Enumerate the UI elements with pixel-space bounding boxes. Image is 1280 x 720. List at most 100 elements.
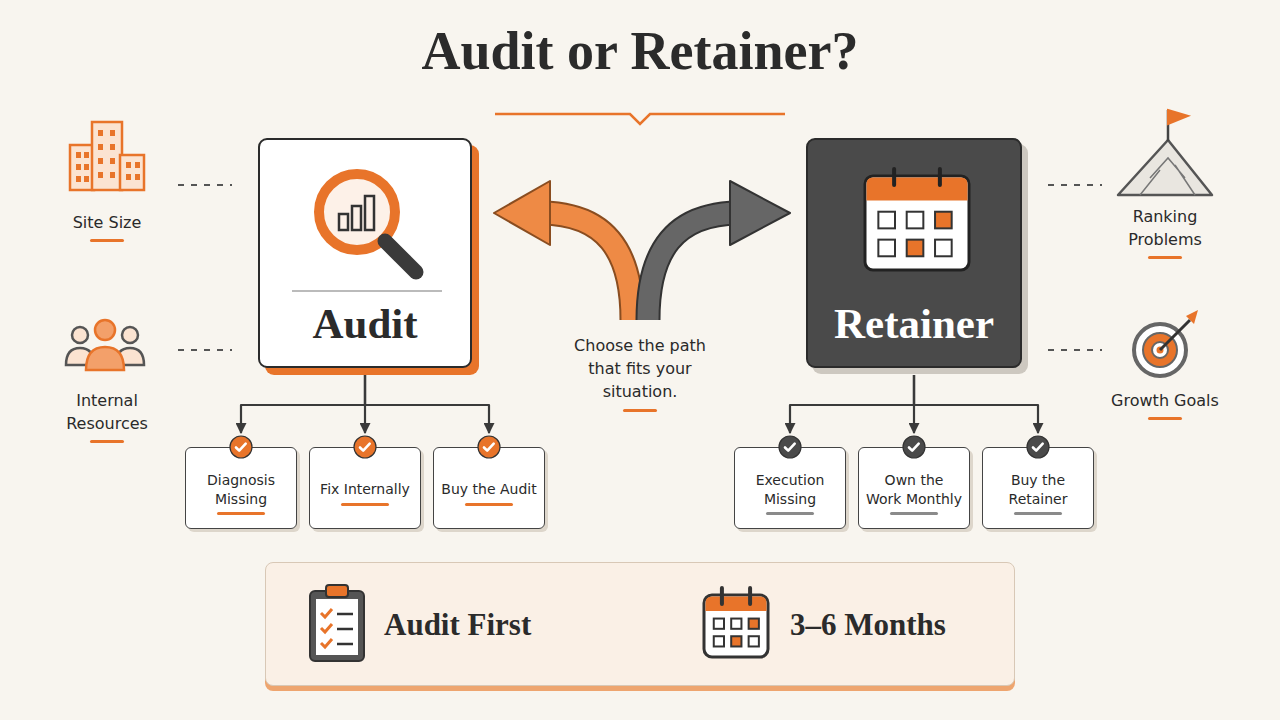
drawing-part <box>110 172 115 178</box>
drawing-part <box>110 144 115 150</box>
drawing-part <box>785 444 795 451</box>
node-text: Audit <box>260 300 470 347</box>
drawing-part <box>110 158 115 164</box>
factor-label: Site Size <box>47 211 167 242</box>
drawing-part <box>892 169 896 185</box>
buildings-icon <box>70 122 144 190</box>
drawing-part <box>648 213 738 320</box>
drawing-part <box>76 152 81 158</box>
drawing-part <box>938 169 942 185</box>
drawing-part <box>731 636 741 646</box>
drawing-part <box>907 240 924 257</box>
check-mark <box>778 435 802 459</box>
node-text: Diagnosis Missing <box>192 471 290 514</box>
drawing-part <box>1118 140 1212 195</box>
drawing-part <box>1048 184 1102 186</box>
drawing-part <box>316 599 358 655</box>
drawing-part <box>76 130 140 182</box>
drawing-part <box>92 122 122 190</box>
drawing-part <box>909 444 919 451</box>
step-box: Fix Internally <box>309 447 421 529</box>
drawing-part <box>337 614 353 644</box>
drawing-part <box>907 212 924 229</box>
drawing-part <box>178 184 232 186</box>
drawing-part <box>321 609 332 647</box>
drawing-part <box>135 174 140 180</box>
connector-arrow <box>914 375 1038 433</box>
drawing-part <box>484 444 494 451</box>
drawing-part <box>1160 320 1190 350</box>
factor-label: Ranking Problems <box>1105 205 1225 259</box>
drawing-part <box>704 595 768 657</box>
drawing-part <box>1186 310 1198 324</box>
drawing-part <box>749 636 759 646</box>
connector-arrow <box>365 375 489 433</box>
drawing-part <box>230 436 252 458</box>
drawing-part <box>310 591 364 661</box>
check-mark <box>477 435 501 459</box>
drawing-part <box>110 130 115 136</box>
drawing-part <box>878 240 895 257</box>
check-mark <box>229 435 253 459</box>
summary-step: 3–6 Months <box>696 581 996 669</box>
drawing-part <box>178 349 232 351</box>
fork-arrows <box>494 181 790 320</box>
drawing-part <box>878 212 895 229</box>
check-mark <box>902 435 926 459</box>
step-box: Execution Missing <box>734 447 846 529</box>
check-mark <box>353 435 377 459</box>
drawing-part <box>720 588 724 604</box>
drawing-part <box>98 144 103 150</box>
title-underline <box>495 114 785 124</box>
node-icon <box>696 581 776 669</box>
drawing-part <box>903 436 925 458</box>
drawing-part <box>935 212 952 229</box>
summary-band: Audit First 3–6 Months <box>265 562 1015 686</box>
drawing-part <box>339 214 348 230</box>
drawing-part <box>98 130 103 136</box>
option-box: Retainer <box>806 138 1022 368</box>
center-note: Choose the path that fits your situation… <box>571 334 709 412</box>
people-icon <box>66 320 144 370</box>
drawing-part <box>354 436 376 458</box>
drawing-part <box>352 206 361 230</box>
drawing-part <box>360 444 370 451</box>
node-text: 3–6 Months <box>790 607 946 643</box>
node-text: Retainer <box>808 300 1020 347</box>
drawing-part <box>76 164 81 170</box>
drawing-part <box>706 597 767 612</box>
drawing-part <box>84 164 89 170</box>
step-box: Diagnosis Missing <box>185 447 297 529</box>
drawing-part <box>84 152 89 158</box>
drawing-part <box>494 181 550 245</box>
mountain-icon <box>1118 110 1212 195</box>
drawing-part <box>292 290 442 292</box>
drawing-part <box>714 636 724 646</box>
node-text: Fix Internally <box>320 480 410 505</box>
drawing-part <box>1140 158 1195 195</box>
drawing-part <box>385 241 416 272</box>
drawing-part <box>865 176 969 270</box>
factor-label: Internal Resources <box>47 389 167 443</box>
step-box: Buy the Audit <box>433 447 545 529</box>
drawing-part <box>714 619 724 629</box>
drawing-part <box>98 158 103 164</box>
drawing-part <box>86 347 124 370</box>
drawing-part <box>326 585 348 597</box>
summary-step: Audit First <box>306 581 606 669</box>
drawing-part <box>779 436 801 458</box>
drawing-part <box>1048 349 1102 351</box>
node-icon <box>306 581 370 669</box>
connector-arrow <box>790 375 914 433</box>
factor-label: Growth Goals <box>1105 389 1225 420</box>
drawing-part <box>1027 436 1049 458</box>
drawing-part <box>236 444 246 451</box>
diagram-title: Audit or Retainer? <box>0 22 1280 81</box>
drawing-part <box>749 619 759 629</box>
drawing-part <box>495 114 785 124</box>
connector-arrow <box>241 375 365 433</box>
node-text: Own the Work Monthly <box>865 471 963 514</box>
drawing-part <box>648 213 738 320</box>
drawing-part <box>120 155 144 190</box>
drawing-part <box>867 178 968 201</box>
